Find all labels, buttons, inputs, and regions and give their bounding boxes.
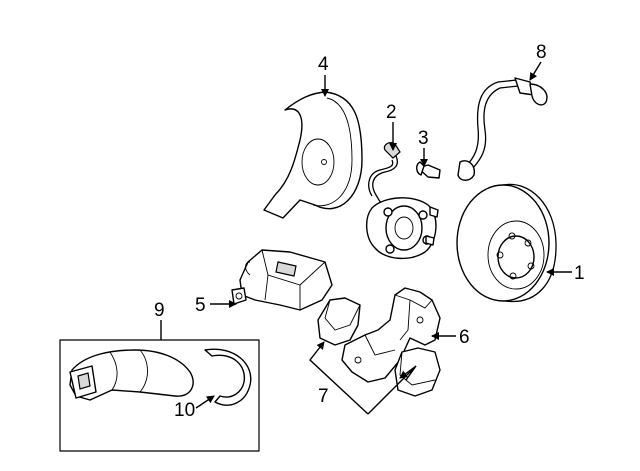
brake-pads-part[interactable] [317,297,441,397]
hardware-kit-box[interactable] [59,339,260,452]
abs-sensor-part[interactable] [368,141,401,206]
callout-4: 4 [318,54,329,75]
callout-3: 3 [418,128,429,149]
callout-1: 1 [574,263,585,284]
caliper-bracket-part[interactable] [341,287,441,383]
splash-shield-part[interactable] [263,91,363,219]
hub-bearing-part[interactable] [366,197,439,259]
callout-10: 10 [174,400,195,421]
brake-rotor-part[interactable] [456,183,557,303]
callout-leaders [160,61,572,415]
callout-9: 9 [154,300,165,321]
callout-8: 8 [536,42,547,63]
brake-hose-part[interactable] [457,77,548,181]
callout-7: 7 [318,386,329,407]
callout-2: 2 [386,102,397,123]
wheel-stud-part[interactable] [416,161,441,179]
callout-6: 6 [459,327,470,348]
brake-caliper-part[interactable] [231,249,333,311]
callout-5: 5 [195,295,206,316]
